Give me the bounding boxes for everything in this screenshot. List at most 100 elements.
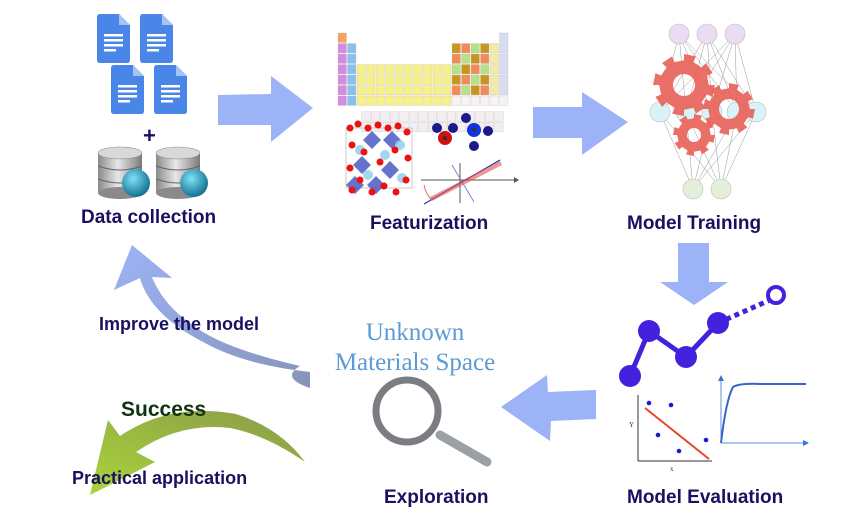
element-cell: [347, 85, 357, 96]
success-arrow-icon: [90, 410, 305, 495]
element-cell: [470, 53, 480, 64]
element-cell: [361, 111, 371, 122]
element-cell: [461, 74, 471, 85]
document-icon: [111, 65, 144, 114]
database-icon: [155, 146, 208, 199]
element-cell: [375, 85, 385, 96]
element-cell: [385, 95, 395, 106]
element-cell: [394, 64, 404, 75]
element-cell: [461, 95, 471, 106]
neural-network-icon: [649, 23, 767, 200]
learning-curve-icon: [718, 375, 809, 446]
element-cell: [404, 64, 414, 75]
trend-line-icon: [619, 285, 786, 387]
improve-model-label: Improve the model: [99, 314, 260, 334]
element-cell: [432, 64, 442, 75]
element-cell: [432, 95, 442, 106]
element-cell: [337, 74, 347, 85]
globe-icon: [122, 169, 150, 197]
element-cell: [347, 74, 357, 85]
element-cell: [480, 64, 490, 75]
documents-icon-group: [97, 14, 187, 114]
element-cell: [390, 111, 399, 122]
element-cell: [499, 74, 509, 85]
element-cell: [413, 85, 423, 96]
element-cell: [442, 85, 452, 96]
element-cell: [337, 64, 347, 75]
element-cell: [418, 111, 428, 122]
element-cell: [413, 64, 423, 75]
element-cell: [385, 74, 395, 85]
element-cell: [475, 111, 485, 122]
model-evaluation-label: Model Evaluation: [627, 487, 784, 508]
element-cell: [442, 64, 452, 75]
element-cell: [423, 85, 433, 96]
element-cell: [418, 122, 428, 132]
element-cell: [499, 95, 509, 106]
data-collection-label: Data collection: [81, 207, 217, 228]
crystal-structure-icon: [345, 120, 413, 196]
element-cell: [461, 85, 471, 96]
element-cell: [337, 53, 347, 64]
element-cell: [470, 85, 480, 96]
element-cell: [451, 53, 461, 64]
element-cell: [499, 43, 509, 54]
unknown-materials-space-label: Unknown Materials Space: [320, 318, 510, 378]
space-line-1: Unknown: [365, 319, 465, 346]
arrow-right-icon: [533, 92, 628, 155]
element-cell: [356, 95, 366, 106]
element-cell: [337, 95, 347, 106]
element-cell: [413, 95, 423, 106]
element-cell: [480, 43, 490, 54]
element-cell: [366, 85, 376, 96]
success-label: Success: [121, 398, 207, 421]
arrow-left-icon: [501, 375, 596, 441]
element-cell: [409, 111, 418, 122]
plus-sign: +: [143, 123, 156, 148]
element-cell: [480, 74, 490, 85]
pca-scatter-icon: [421, 159, 519, 205]
element-cell: [480, 53, 490, 64]
element-cell: [394, 74, 404, 85]
element-cell: [489, 74, 499, 85]
exploration-label: Exploration: [384, 487, 489, 508]
element-cell: [385, 64, 395, 75]
x-axis-label: x: [670, 465, 674, 473]
element-cell: [480, 85, 490, 96]
element-cell: [347, 95, 357, 106]
element-cell: [423, 74, 433, 85]
molecule-icon: [432, 113, 493, 151]
element-cell: [499, 53, 509, 64]
database-icon: [97, 146, 150, 199]
element-cell: [394, 85, 404, 96]
element-cell: [371, 111, 380, 122]
element-cell: [494, 122, 504, 132]
element-cell: [404, 85, 414, 96]
element-cell: [347, 53, 357, 64]
element-cell: [356, 74, 366, 85]
globe-icon: [180, 169, 208, 197]
element-cell: [432, 74, 442, 85]
y-axis-label: Y: [629, 421, 634, 429]
element-cell: [356, 85, 366, 96]
element-cell: [461, 53, 471, 64]
element-cell: [461, 43, 471, 54]
element-cell: [366, 74, 376, 85]
improve-arrow-icon: [114, 245, 310, 388]
element-cell: [451, 74, 461, 85]
element-cell: [470, 74, 480, 85]
element-cell: [442, 74, 452, 85]
element-cell: [499, 32, 509, 43]
element-cell: [489, 95, 499, 106]
element-cell: [366, 64, 376, 75]
element-cell: [337, 43, 347, 54]
element-cell: [456, 122, 466, 132]
element-cell: [489, 64, 499, 75]
gear-icon: [703, 83, 755, 135]
featurization-label: Featurization: [370, 213, 489, 234]
element-cell: [470, 95, 480, 106]
element-cell: [375, 64, 385, 75]
element-cell: [489, 85, 499, 96]
element-cell: [337, 32, 347, 43]
